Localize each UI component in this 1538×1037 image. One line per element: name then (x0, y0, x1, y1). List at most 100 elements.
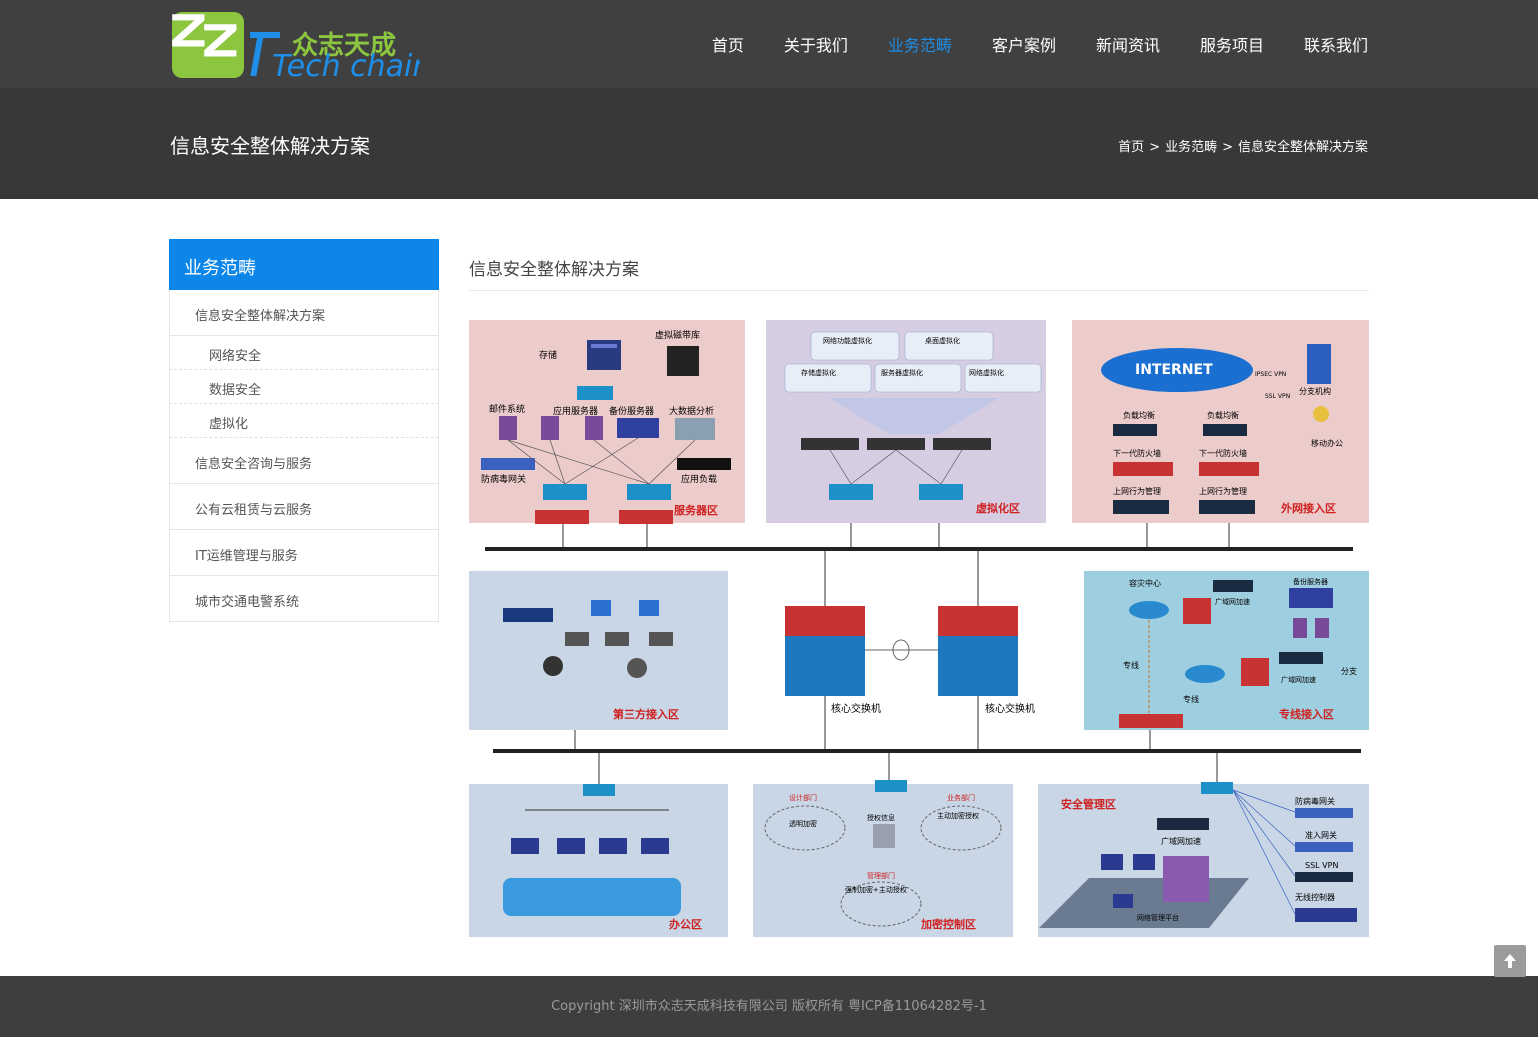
zone-virtual-label: 虚拟化区 (976, 501, 1020, 515)
server-icon (1315, 618, 1329, 638)
label-line1: 专线 (1123, 660, 1139, 670)
zone-server-label: 服务器区 (674, 503, 718, 517)
load-balancer-icon (1203, 424, 1247, 436)
main-nav: 首页 关于我们 业务范畴 客户案例 新闻资讯 服务项目 联系我们 (672, 0, 1368, 88)
load-balancer-icon (1113, 424, 1157, 436)
user-icon (543, 656, 563, 676)
zone-office-label: 办公区 (669, 917, 702, 931)
sidebar-item-it-ops[interactable]: IT运维管理与服务 (169, 530, 439, 576)
sidebar-subitem-virtualization[interactable]: 虚拟化 (169, 404, 439, 438)
label-wan-acc1: 广域网加速 (1215, 597, 1250, 606)
tablet-icon (591, 600, 611, 616)
label-av-gateway: 防病毒网关 (481, 473, 526, 485)
switch-icon (627, 484, 671, 500)
sidebar-item-public-cloud[interactable]: 公有云租赁与云服务 (169, 484, 439, 530)
label-branch: 分支机构 (1299, 386, 1331, 396)
breadcrumb-business[interactable]: 业务范畴 (1165, 140, 1218, 155)
wireless-controller-icon (1295, 908, 1357, 922)
nav-services[interactable]: 服务项目 (1199, 36, 1264, 55)
switch-icon (511, 838, 539, 854)
server-icon (499, 416, 517, 440)
label-appserver: 应用服务器 (553, 405, 598, 417)
backup-server-icon (617, 418, 659, 438)
zone-secmgmt-label: 安全管理区 (1061, 797, 1116, 811)
laptop-icon (605, 632, 629, 646)
label-wan-acc3: 广域网加速 (1161, 836, 1201, 846)
mgmt-dept-group (840, 881, 922, 927)
label-lb1: 负载均衡 (1123, 410, 1155, 420)
label-backupserver: 备份服务器 (609, 405, 654, 417)
label-sslvpn2: SSL VPN (1305, 861, 1338, 870)
nav-business[interactable]: 业务范畴 (887, 36, 952, 55)
sidebar-subitem-network-security[interactable]: 网络安全 (169, 336, 439, 370)
wan-accelerator-icon (1279, 652, 1323, 664)
footer-copyright: Copyright 深圳市众志天成科技有限公司 版权所有 粤ICP备110642… (551, 999, 987, 1014)
backup-server-icon (1289, 588, 1333, 608)
office-devices-panel (503, 878, 681, 916)
sidebar-subitem-data-security[interactable]: 数据安全 (169, 370, 439, 404)
label-behavior1: 上网行为管理 (1113, 486, 1161, 496)
breadcrumb-current[interactable]: 信息安全整体解决方案 (1237, 140, 1368, 155)
label-sslvpn: SSL VPN (1265, 393, 1290, 400)
design-dept-group (764, 805, 846, 851)
label-storage-virt: 存储虚拟化 (801, 368, 836, 377)
storage-virt-box (784, 363, 872, 393)
label-mgmt-dept: 管理部门 (867, 871, 895, 880)
nav-home[interactable]: 首页 (711, 36, 744, 55)
nfv-box (810, 331, 900, 361)
net-virt-box (964, 363, 1042, 393)
nav-cases[interactable]: 客户案例 (991, 36, 1056, 55)
server-icon (585, 416, 603, 440)
server-virt-box (874, 363, 962, 393)
switch-icon (829, 484, 873, 500)
breadcrumb-home[interactable]: 首页 (1118, 140, 1145, 155)
antivirus-gateway-icon (1295, 808, 1353, 818)
logo-cn: 众志天成 (292, 31, 396, 61)
back-to-top-button[interactable] (1494, 945, 1526, 977)
switch-icon (583, 784, 615, 796)
zone-encrypt-panel (753, 784, 1013, 937)
switch-icon (557, 838, 585, 854)
nms-server-icon (1163, 856, 1209, 902)
sidebar-item-security-solution[interactable]: 信息安全整体解决方案 (169, 290, 439, 336)
backbone-bus-top (485, 547, 1353, 551)
switch-icon (599, 838, 627, 854)
monitor-icon (1113, 894, 1133, 908)
monitor-icon (1101, 854, 1123, 870)
nav-about[interactable]: 关于我们 (783, 36, 848, 55)
virtualization-funnel (829, 398, 999, 434)
label-mobile: 移动办公 (1311, 438, 1343, 448)
vpn-gateway-icon (1295, 872, 1353, 882)
arrow-up-icon (1504, 954, 1516, 968)
label-nms: 网络管理平台 (1137, 913, 1179, 922)
logo-en: Tech chain (272, 49, 420, 80)
laptop-icon (649, 632, 673, 646)
label-storage: 存储 (539, 349, 557, 361)
sidebar-heading: 业务范畴 (169, 239, 439, 290)
nav-contact[interactable]: 联系我们 (1303, 36, 1368, 55)
label-internet: INTERNET (1135, 362, 1213, 378)
label-biz-dept: 业务部门 (947, 793, 975, 802)
label-lb2: 负载均衡 (1207, 410, 1239, 420)
label-active-enc: 主动加密授权 (937, 811, 979, 820)
label-av-gw2: 防病毒网关 (1295, 796, 1335, 806)
core-switch-icon (577, 386, 613, 400)
rack-server-icon (867, 438, 925, 450)
core-switch-icon (785, 606, 865, 696)
label-line2: 专线 (1183, 694, 1199, 704)
sidebar-item-security-consulting[interactable]: 信息安全咨询与服务 (169, 438, 439, 484)
switch-icon (1201, 782, 1233, 794)
nav-news[interactable]: 新闻资讯 (1095, 36, 1160, 55)
label-wan-acc2: 广域网加速 (1281, 675, 1316, 684)
sidebar-item-traffic-system[interactable]: 城市交通电警系统 (169, 576, 439, 622)
user-icon (627, 658, 647, 678)
switch-icon (641, 838, 669, 854)
company-logo[interactable]: 众志天成 Tech chain (170, 10, 420, 80)
firewall-icon (1241, 658, 1269, 686)
switch-icon (543, 484, 587, 500)
label-vtape: 虚拟磁带库 (655, 329, 700, 341)
backbone-bus-bottom (493, 749, 1361, 753)
zone-encrypt-label: 加密控制区 (920, 917, 976, 931)
page-title: 信息安全整体解决方案 (170, 134, 370, 158)
label-design-dept: 设计部门 (789, 793, 817, 802)
